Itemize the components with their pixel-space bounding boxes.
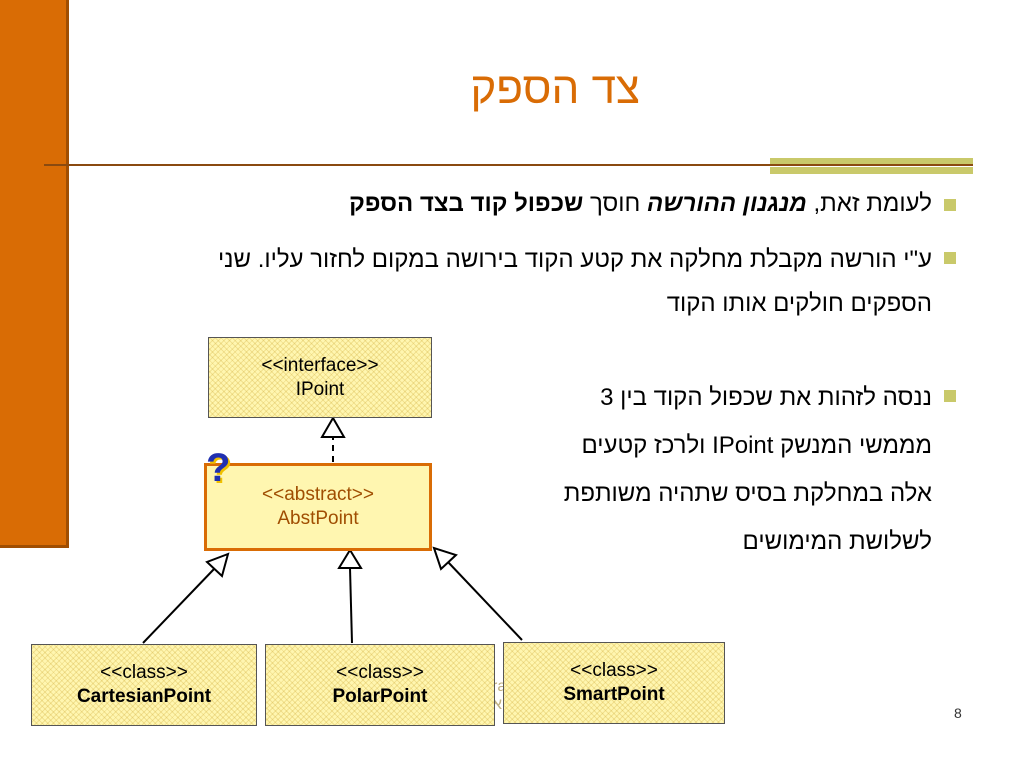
bullet-3: ננסה לזהות את שכפול הקוד בין 3 מממשי המנ… bbox=[536, 374, 956, 566]
class-stereotype: <<class>> bbox=[336, 662, 424, 683]
class-name: SmartPoint bbox=[563, 684, 665, 705]
realization-arrowhead bbox=[320, 416, 346, 438]
footer-fragment-1: ra bbox=[492, 678, 507, 695]
bullet-1-emphasis: מנגנון ההורשה bbox=[647, 190, 807, 217]
inheritance-line-polar bbox=[349, 567, 353, 644]
abstract-box-abstpoint: <<abstract>> AbstPoint bbox=[204, 463, 432, 551]
footer-fragment: ra א bbox=[492, 678, 506, 714]
inheritance-line-smart bbox=[447, 561, 523, 641]
class-box-polarpoint: <<class>> PolarPoint bbox=[265, 644, 495, 726]
interface-stereotype: <<interface>> bbox=[261, 354, 379, 376]
bullet-marker bbox=[944, 199, 956, 211]
page-number: 8 bbox=[954, 705, 962, 721]
class-stereotype: <<class>> bbox=[570, 660, 658, 681]
footer-fragment-2: א bbox=[492, 696, 503, 713]
side-bar-decoration bbox=[0, 0, 66, 548]
abstract-stereotype: <<abstract>> bbox=[262, 484, 374, 505]
side-bar-bottom-edge bbox=[0, 545, 69, 548]
class-box-cartesianpoint: <<class>> CartesianPoint bbox=[31, 644, 257, 726]
class-name: PolarPoint bbox=[332, 686, 428, 707]
slide-title: צד הספק bbox=[470, 64, 640, 113]
bullet-1-strong: שכפול קוד בצד הספק bbox=[349, 190, 584, 217]
interface-box-ipoint: <<interface>> IPoint bbox=[208, 337, 432, 418]
bullet-marker bbox=[944, 390, 956, 402]
bullet-1-mid: חוסך bbox=[583, 190, 647, 217]
bullet-1: לעומת זאת, מנגנון ההורשה חוסך שכפול קוד … bbox=[196, 190, 956, 218]
inheritance-arrowhead-polar bbox=[337, 548, 363, 569]
inheritance-arrowhead-smart bbox=[432, 546, 458, 571]
class-stereotype: <<class>> bbox=[100, 662, 188, 683]
title-accent-bar-lower bbox=[770, 167, 973, 174]
class-box-smartpoint: <<class>> SmartPoint bbox=[503, 642, 725, 724]
question-mark-icon: ? bbox=[206, 446, 231, 490]
bullet-2: ע"י הורשה מקבלת מחלקה את קטע הקוד בירושה… bbox=[196, 238, 956, 326]
title-accent-bar bbox=[770, 158, 973, 164]
bullet-2-text: ע"י הורשה מקבלת מחלקה את קטע הקוד בירושה… bbox=[217, 246, 932, 317]
bullet-3-text: ננסה לזהות את שכפול הקוד בין 3 מממשי המנ… bbox=[563, 384, 932, 555]
side-bar-shadow bbox=[66, 0, 69, 548]
class-name: CartesianPoint bbox=[76, 686, 212, 707]
bullet-1-prefix: לעומת זאת, bbox=[806, 190, 932, 217]
abstract-name: AbstPoint bbox=[277, 508, 359, 529]
title-rule bbox=[44, 164, 973, 166]
bullet-marker bbox=[944, 252, 956, 264]
inheritance-arrowhead-cartesian bbox=[205, 552, 230, 578]
interface-name: IPoint bbox=[295, 378, 345, 400]
inheritance-line-cartesian bbox=[142, 567, 216, 644]
